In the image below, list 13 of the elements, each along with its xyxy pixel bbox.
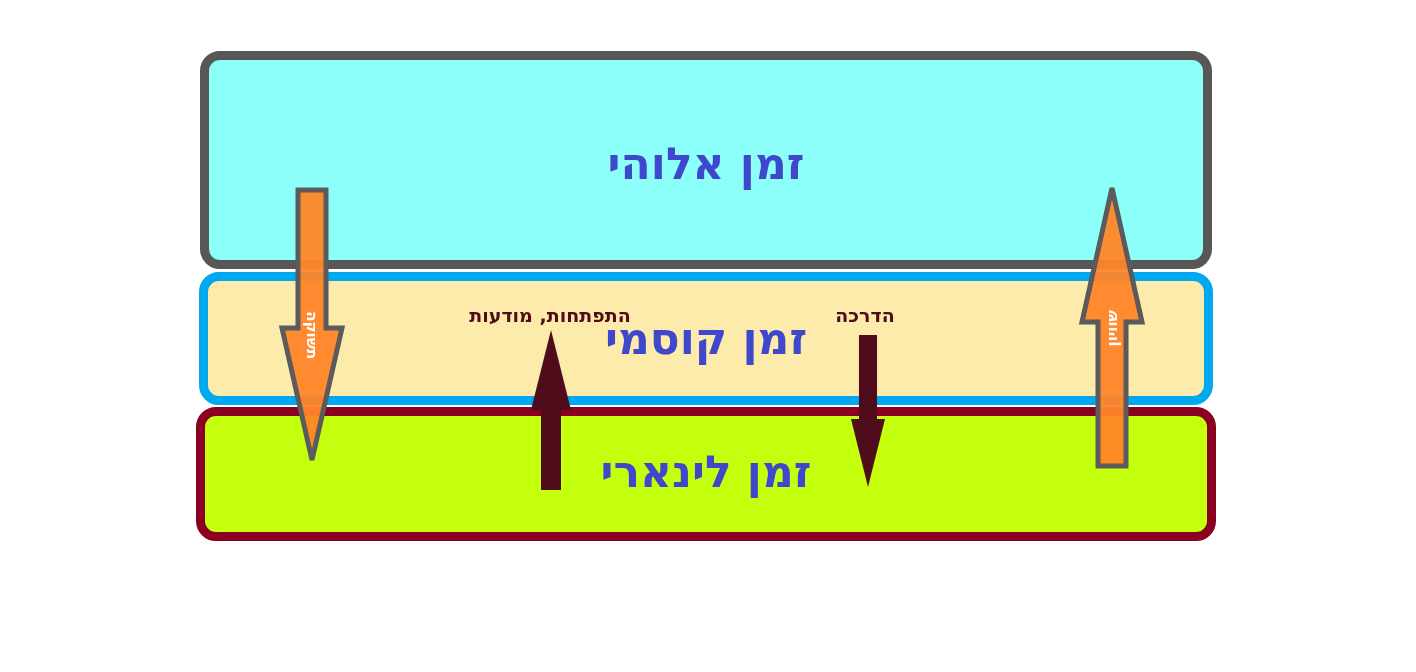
edge-label: שוויון <box>1101 309 1122 347</box>
time-band <box>196 407 1216 541</box>
time-band <box>199 272 1213 405</box>
arrow <box>278 187 346 463</box>
arrow <box>1078 185 1146 469</box>
time-band <box>200 51 1212 269</box>
arrow <box>531 330 571 490</box>
arrow <box>851 335 885 487</box>
edge-label: הדרכה <box>835 302 895 328</box>
band-title: זמן לינארי <box>600 446 812 498</box>
edge-label: התפתחות, מודעות <box>469 302 631 328</box>
edge-label: תשוקה <box>302 310 323 360</box>
band-title: זמן אלוהי <box>607 138 805 190</box>
